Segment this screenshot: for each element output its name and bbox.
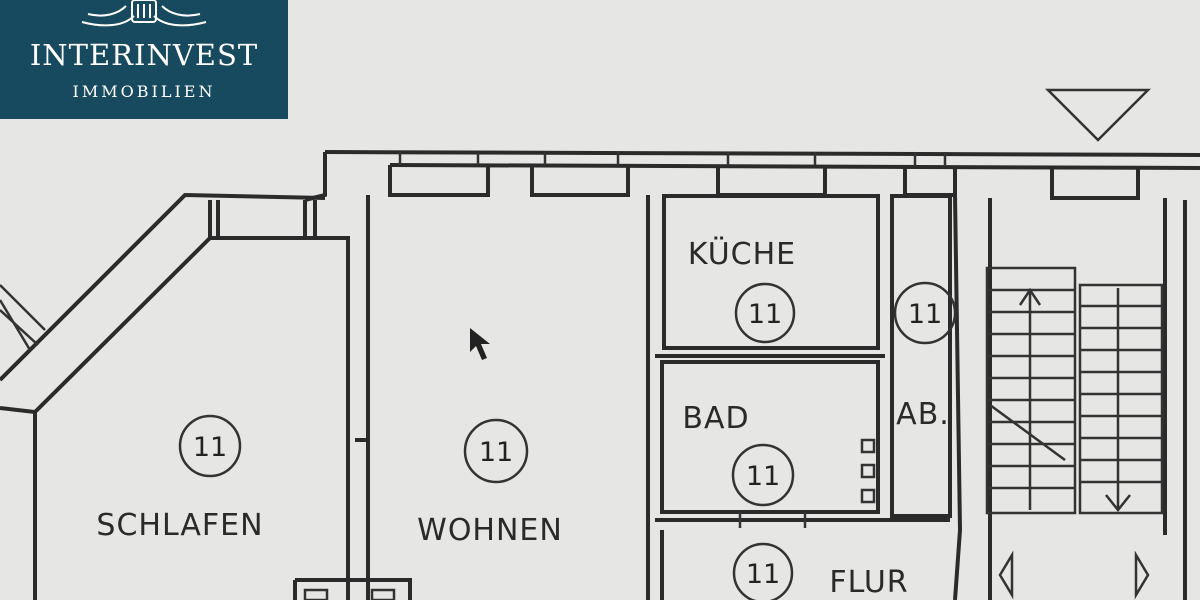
flur-walls <box>660 194 963 600</box>
room-number-text: 11 <box>908 299 942 330</box>
room-number-flur: 11 <box>732 542 794 600</box>
wohnen-walls <box>293 195 650 600</box>
room-number-text: 11 <box>746 559 780 590</box>
room-number-text: 11 <box>746 461 780 492</box>
kueche-walls <box>655 194 885 358</box>
schlafen-walls <box>0 192 350 600</box>
room-label-ab: AB. <box>896 397 950 432</box>
room-label-bad: BAD <box>682 401 749 436</box>
room-number-text: 11 <box>479 437 513 468</box>
room-number-text: 11 <box>193 432 227 463</box>
room-number-bad: 11 <box>731 443 795 507</box>
room-number-ab: 11 <box>893 281 957 345</box>
room-label-schlafen: SCHLAFEN <box>96 508 263 543</box>
room-number-text: 11 <box>748 299 782 330</box>
room-label-flur: FLUR <box>829 565 908 600</box>
exterior-walls <box>304 150 1200 202</box>
room-number-schlafen: 11 <box>178 414 242 478</box>
interinvest-logo[interactable]: INTERINVEST IMMOBILIEN <box>0 0 288 119</box>
room-label-kueche: KÜCHE <box>688 236 796 272</box>
ab-walls <box>890 194 952 518</box>
stairwell <box>985 198 1187 600</box>
room-number-kueche: 11 <box>734 282 796 344</box>
logo-name: INTERINVEST <box>29 38 259 72</box>
room-number-wohnen: 11 <box>463 418 529 484</box>
room-label-wohnen: WOHNEN <box>417 513 563 548</box>
triangle-marker-icon <box>1044 88 1152 142</box>
logo-subtitle: IMMOBILIEN <box>72 82 216 101</box>
crown-emblem-icon <box>81 0 207 27</box>
mouse-cursor-icon <box>470 328 490 360</box>
bad-walls <box>655 360 950 528</box>
